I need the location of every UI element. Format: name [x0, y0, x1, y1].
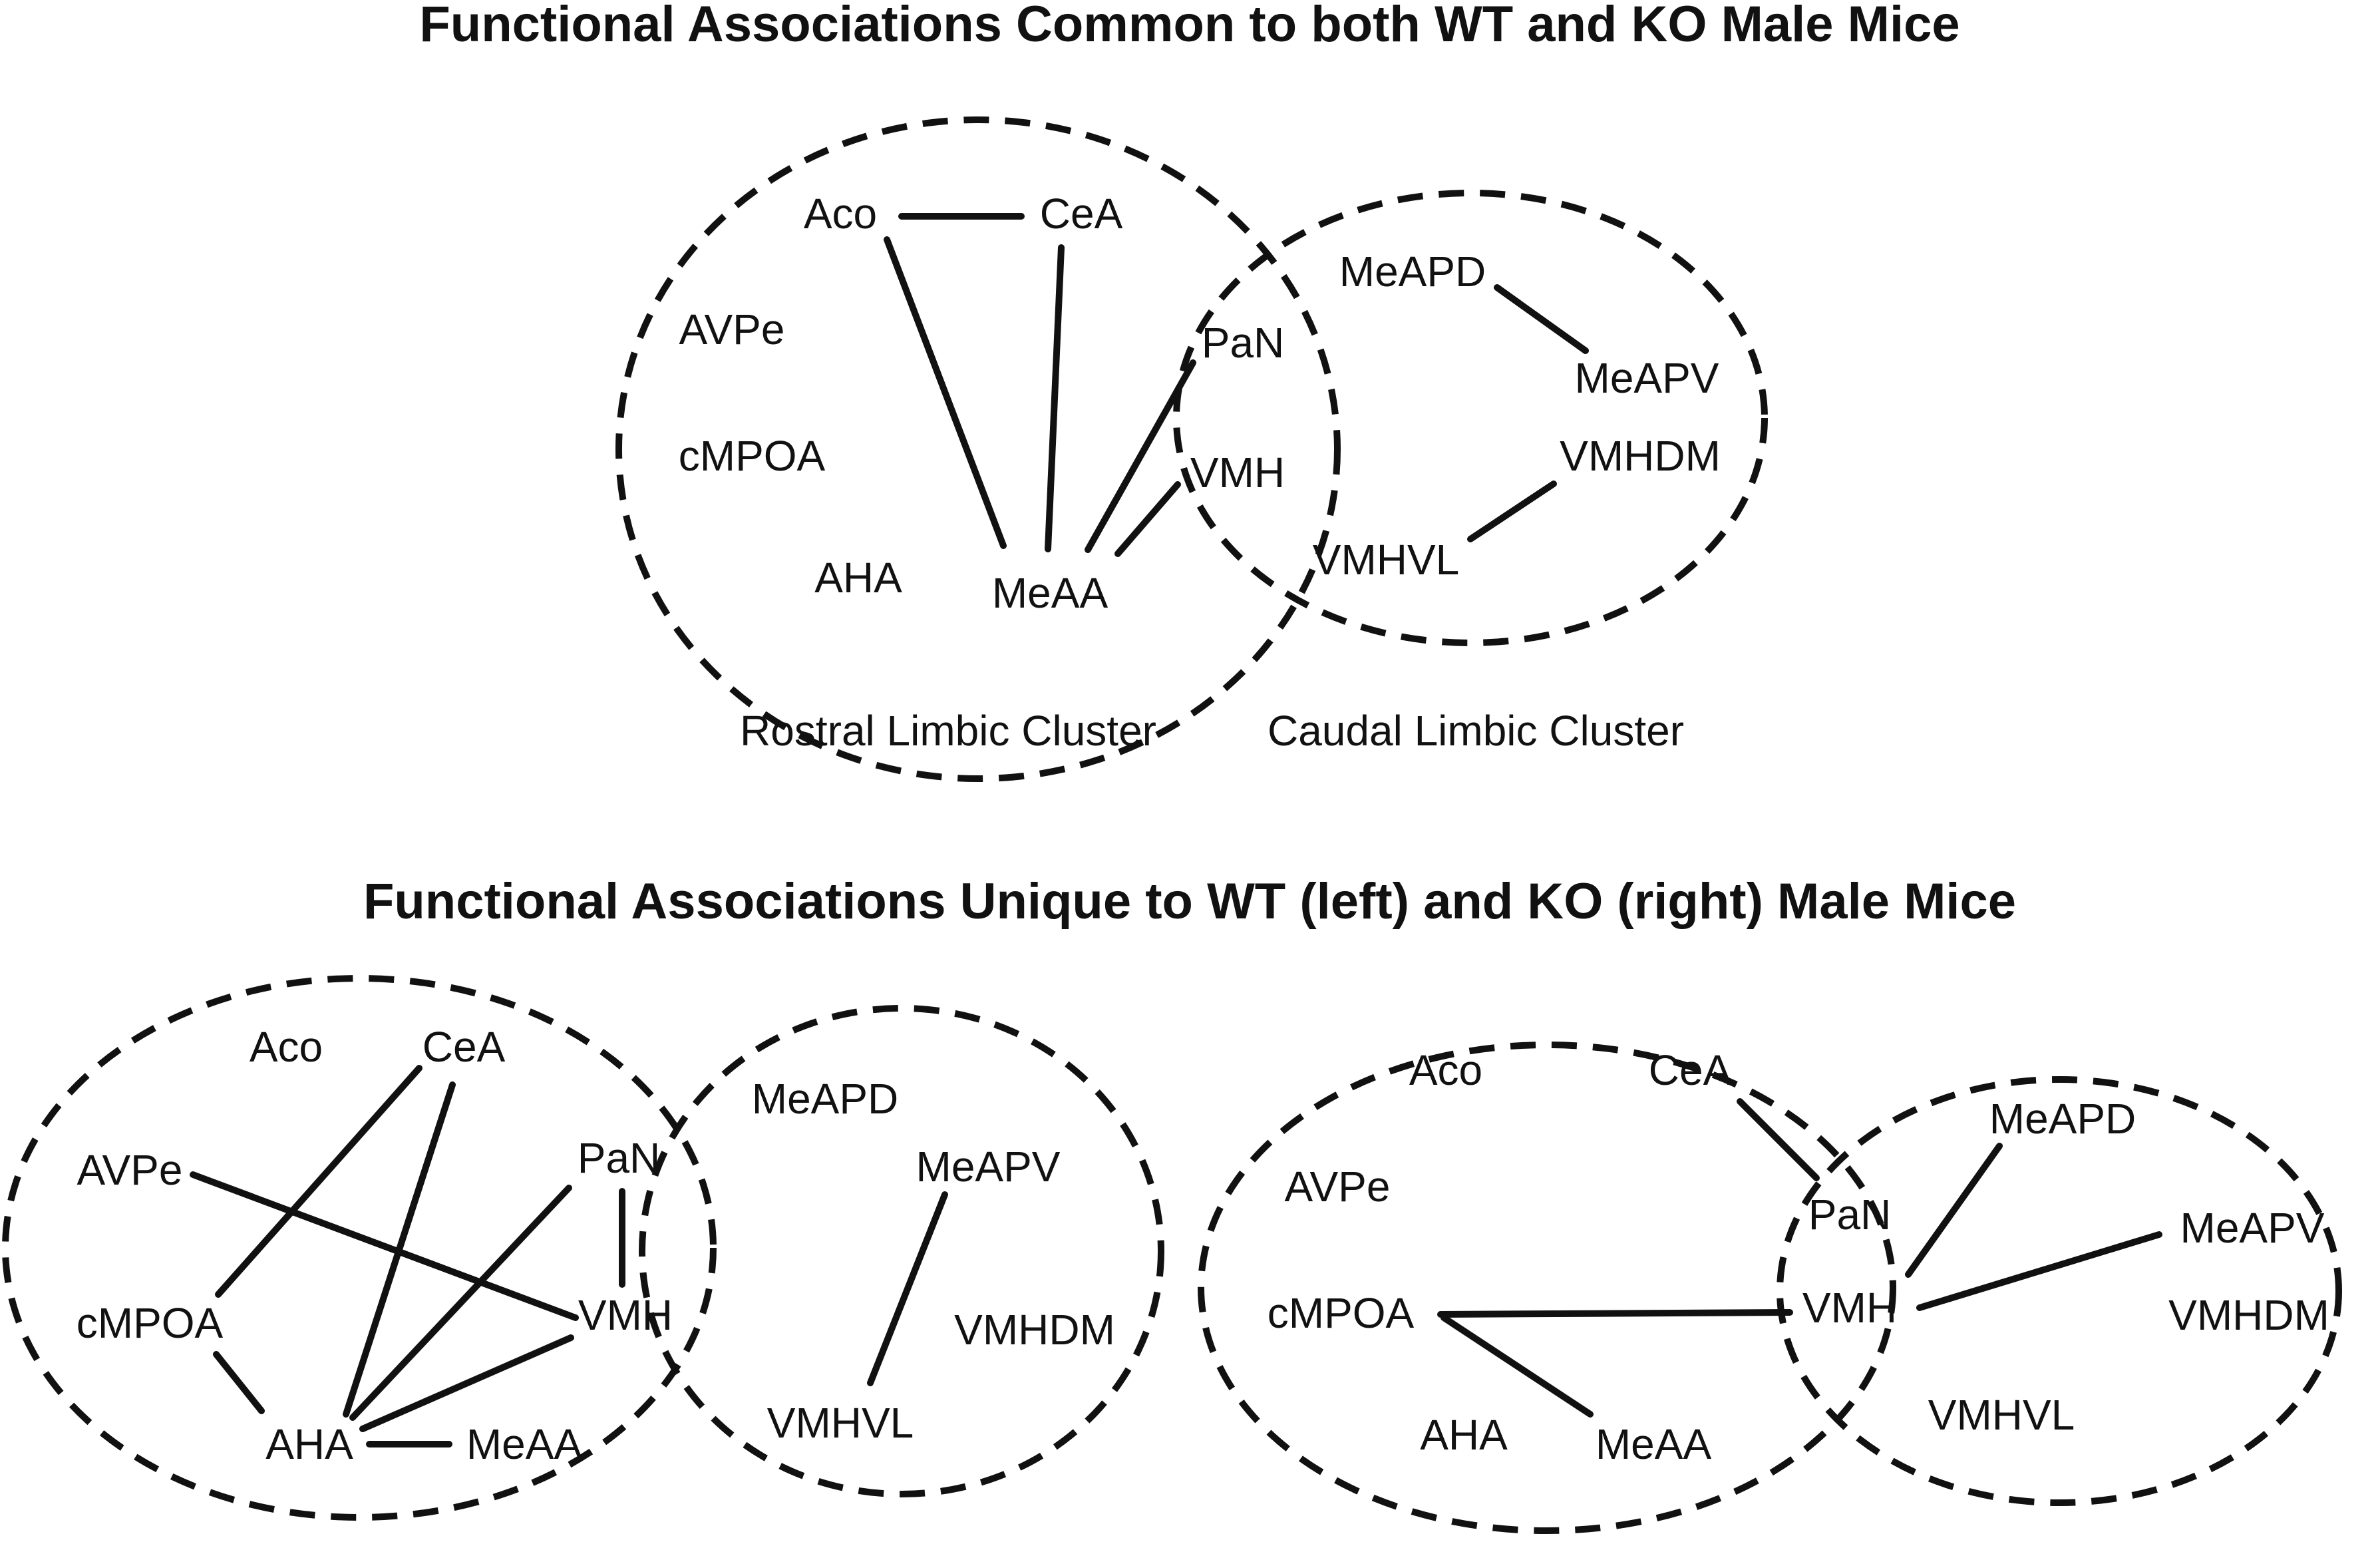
node-vmh: VMH [1190, 449, 1285, 496]
node-vmhdm: VMHDM [2168, 1291, 2329, 1339]
node-aha: AHA [265, 1420, 353, 1468]
node-aco: Aco [804, 190, 877, 238]
common-nodes: Aco CeA AVPe PaN cMPOA VMH AHA MeAA MeAP… [679, 190, 1721, 617]
ko-caudal-cluster-outline [1777, 1076, 2342, 1506]
ko-nodes: Aco CeA AVPe PaN cMPOA VMH AHA MeAA MeAP… [1268, 1046, 2329, 1468]
common-edges [884, 213, 1589, 557]
caudal-cluster-outline [1173, 190, 1768, 646]
node-vmhdm: VMHDM [954, 1306, 1115, 1354]
ko-edges [1437, 1098, 2162, 1418]
node-meapv: MeAPV [916, 1143, 1061, 1191]
edge [1045, 244, 1065, 552]
node-vmhvl: VMHVL [1928, 1391, 2075, 1439]
node-aha: AHA [1420, 1411, 1508, 1459]
node-vmhdm: VMHDM [1560, 432, 1721, 480]
edge [1916, 1231, 2162, 1311]
node-pan: PaN [1202, 319, 1285, 367]
node-vmh: VMH [1802, 1284, 1897, 1332]
edge [1905, 1143, 2003, 1278]
node-meapd: MeAPD [1989, 1095, 2136, 1143]
common-diagram: Aco CeA AVPe PaN cMPOA VMH AHA MeAA MeAP… [615, 116, 1768, 782]
edge [359, 1334, 574, 1432]
node-meaa: MeAA [466, 1420, 583, 1468]
edge [1467, 481, 1557, 542]
node-pan: PaN [578, 1134, 661, 1182]
node-meapv: MeAPV [1575, 354, 1719, 402]
node-cea: CeA [1649, 1046, 1732, 1094]
node-cea: CeA [423, 1023, 506, 1071]
rostral-cluster-outline [615, 116, 1341, 782]
caption-caudal: Caudal Limbic Cluster [1268, 707, 1684, 755]
node-avpe: AVPe [679, 305, 785, 353]
edge [867, 1191, 948, 1386]
caption-rostral: Rostral Limbic Cluster [740, 707, 1156, 755]
title-unique: Functional Associations Unique to WT (le… [363, 873, 2016, 930]
node-aco: Aco [250, 1023, 323, 1071]
edge [213, 1351, 265, 1414]
edge [215, 1065, 423, 1298]
ko-diagram: Aco CeA AVPe PaN cMPOA VMH AHA MeAA MeAP… [1198, 1042, 2342, 1534]
edge [190, 1171, 579, 1321]
edge [1085, 359, 1196, 553]
wt-nodes: Aco CeA AVPe PaN cMPOA VMH AHA MeAA MeAP… [77, 1023, 1115, 1468]
edge [1114, 481, 1181, 557]
node-cea: CeA [1040, 190, 1123, 238]
node-meapd: MeAPD [752, 1075, 899, 1123]
node-avpe: AVPe [1285, 1163, 1391, 1211]
wt-caudal-cluster-outline [639, 1005, 1164, 1497]
node-meapd: MeAPD [1339, 248, 1486, 295]
title-common: Functional Associations Common to both W… [419, 0, 1959, 53]
node-cmpoa: cMPOA [679, 432, 826, 480]
node-vmh: VMH [578, 1291, 673, 1339]
edge [1494, 284, 1589, 354]
node-vmhvl: VMHVL [767, 1399, 914, 1447]
node-meapv: MeAPV [2180, 1204, 2325, 1252]
edge [1737, 1098, 1820, 1181]
node-meaa: MeAA [1596, 1420, 1712, 1468]
node-aha: AHA [814, 554, 902, 602]
node-meaa: MeAA [992, 569, 1108, 617]
wt-edges [190, 1065, 948, 1447]
node-pan: PaN [1808, 1191, 1892, 1239]
wt-rostral-cluster-outline [2, 975, 717, 1521]
node-aco: Aco [1409, 1046, 1482, 1094]
edge [1437, 1309, 1793, 1318]
ko-rostral-cluster-outline [1198, 1042, 1896, 1534]
wt-diagram: Aco CeA AVPe PaN cMPOA VMH AHA MeAA MeAP… [2, 975, 1164, 1521]
node-avpe: AVPe [77, 1146, 183, 1194]
node-cmpoa: cMPOA [1268, 1289, 1415, 1337]
node-cmpoa: cMPOA [77, 1299, 224, 1347]
edge [349, 1185, 572, 1421]
edge [1441, 1314, 1594, 1418]
node-vmhvl: VMHVL [1313, 536, 1460, 584]
edge [884, 236, 1007, 549]
